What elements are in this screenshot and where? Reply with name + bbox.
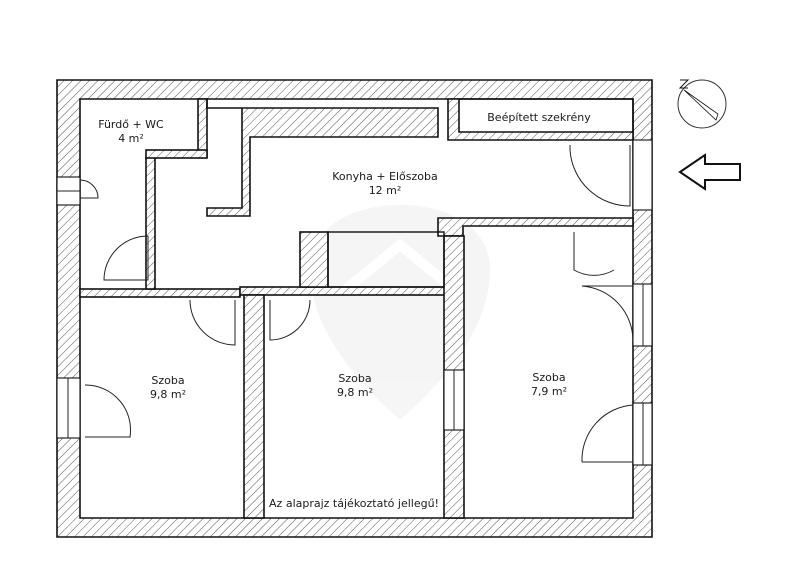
room-middle-area: 9,8 m²	[337, 386, 373, 399]
windows	[56, 139, 653, 466]
wardrobe-name: Beépített szekrény	[487, 111, 591, 124]
room-right-area: 7,9 m²	[531, 385, 567, 398]
disclaimer-note: Az alaprajz tájékoztató jellegű!	[269, 497, 439, 510]
room-left-area: 9,8 m²	[150, 388, 186, 401]
room-middle-name: Szoba	[338, 372, 371, 385]
north-arrow-icon	[677, 79, 727, 129]
room-left-name: Szoba	[151, 374, 184, 387]
door-swings	[79, 145, 634, 463]
entrance-arrow-icon	[678, 153, 741, 191]
kitchen-name: Konyha + Előszoba	[332, 170, 438, 183]
bathroom-area: 4 m²	[118, 132, 144, 145]
bathroom-name: Fürdő + WC	[98, 118, 164, 131]
interior-walls	[79, 98, 634, 519]
kitchen-area: 12 m²	[369, 184, 402, 197]
room-right-name: Szoba	[532, 371, 565, 384]
